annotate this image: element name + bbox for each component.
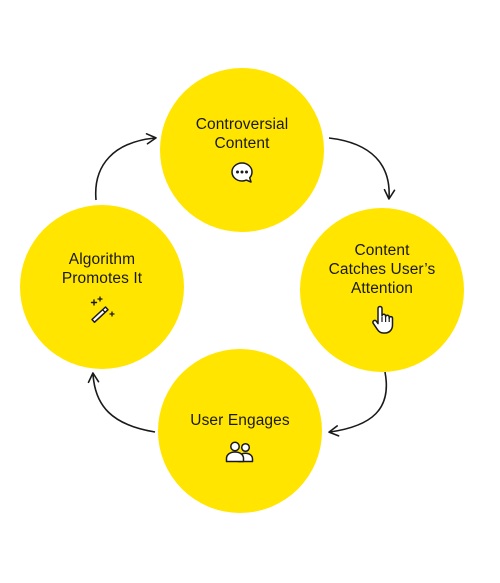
node-label-line: Catches User’s: [328, 261, 436, 278]
node-label-line: Controversial: [195, 115, 289, 133]
node-label: User Engages: [190, 411, 289, 430]
node-label: Algorithm Promotes It: [62, 250, 142, 288]
node-controversial-content: Controversial Content: [160, 68, 324, 232]
pointing-hand-cursor-icon: [370, 305, 394, 335]
arrow-right-to-bottom: [328, 371, 388, 437]
node-label: Content Catches User’s Attention: [329, 241, 436, 298]
node-label-line: Algorithm: [68, 250, 136, 268]
arrow-top-to-right: [328, 137, 396, 200]
node-label-line: Content: [354, 242, 410, 259]
speech-bubble-ellipsis-icon: [229, 160, 255, 186]
node-label-line: Attention: [350, 280, 414, 297]
node-user-engages: User Engages: [158, 349, 322, 513]
node-label-line: Promotes It: [61, 269, 143, 287]
node-label-line: User Engages: [190, 411, 290, 429]
node-content-catches-attention: Content Catches User’s Attention: [300, 208, 464, 372]
arrow-left-to-top: [94, 133, 157, 201]
users-icon: [224, 440, 256, 464]
node-algorithm-promotes: Algorithm Promotes It: [20, 205, 184, 369]
node-label: Controversial Content: [196, 115, 289, 153]
node-label-line: Content: [214, 134, 270, 152]
arrow-bottom-to-left: [87, 372, 156, 433]
magic-wand-icon: [85, 295, 119, 325]
